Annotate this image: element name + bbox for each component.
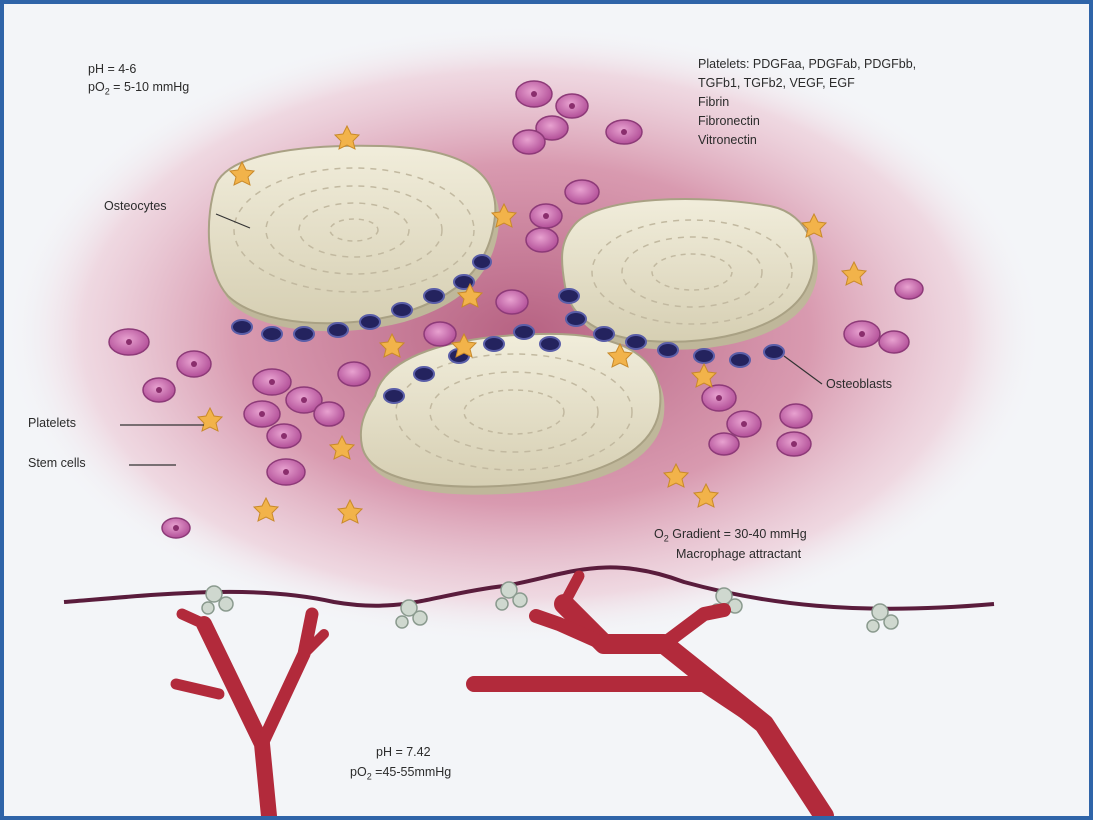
growth-factor-line: Fibronectin	[698, 113, 760, 130]
platelets-label: Platelets	[28, 415, 76, 432]
blood-vessel	[176, 614, 324, 816]
blood-ph-label: pH = 7.42	[376, 744, 431, 761]
growth-factor-line: Vitronectin	[698, 132, 757, 149]
bone-healing-illustration	[4, 4, 1089, 816]
wound-ph-label: pH = 4-6	[88, 61, 136, 78]
blood-po2-label: pO2 =45-55mmHg	[350, 764, 451, 786]
growth-factor-line: Platelets: PDGFaa, PDGFab, PDGFbb,	[698, 56, 916, 73]
growth-factor-line: TGFb1, TGFb2, VEGF, EGF	[698, 75, 855, 92]
o2-gradient-label: O2 Gradient = 30-40 mmHg	[654, 526, 807, 548]
stem-cells-label: Stem cells	[28, 455, 86, 472]
growth-factor-line: Fibrin	[698, 94, 729, 111]
wound-po2-label: pO2 = 5-10 mmHg	[88, 79, 189, 101]
osteoblasts-label: Osteoblasts	[826, 376, 892, 393]
osteocytes-label: Osteocytes	[104, 198, 167, 215]
macrophage-attractant-label: Macrophage attractant	[676, 546, 801, 563]
